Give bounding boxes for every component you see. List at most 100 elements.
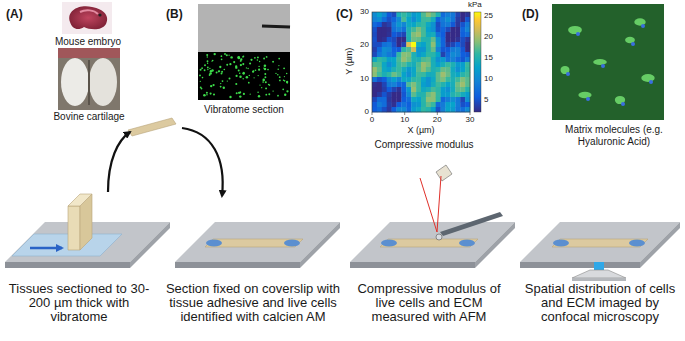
map-cell (441, 82, 446, 87)
map-cell (406, 62, 411, 67)
nucleus (566, 72, 570, 76)
map-cell (401, 107, 406, 112)
map-cell (426, 87, 431, 92)
map-cell (450, 77, 455, 82)
live-cell (272, 90, 273, 91)
map-cell (416, 47, 421, 52)
map-cell (450, 42, 455, 47)
map-cell (460, 42, 465, 47)
map-cell (397, 87, 402, 92)
live-cell (277, 74, 279, 76)
map-cell (436, 102, 441, 107)
live-cell (218, 70, 220, 72)
map-cell (411, 12, 416, 17)
map-cell (401, 22, 406, 27)
map-cell (416, 37, 421, 42)
map-cell (387, 107, 392, 112)
map-cell (406, 17, 411, 22)
live-cell (272, 61, 274, 63)
map-cell (411, 87, 416, 92)
map-cell (372, 42, 377, 47)
map-cell (411, 62, 416, 67)
tick-label: 30 (460, 115, 480, 124)
map-cell (426, 37, 431, 42)
live-cell (243, 78, 244, 79)
map-cell (426, 67, 431, 72)
map-cell (416, 102, 421, 107)
live-cell (211, 61, 212, 62)
section-image (198, 4, 290, 100)
map-cell (397, 22, 402, 27)
map-cell (392, 32, 397, 37)
map-cell (436, 92, 441, 97)
live-cell (259, 61, 260, 62)
map-cell (455, 57, 460, 62)
map-cell (426, 107, 431, 112)
map-cell (421, 22, 426, 27)
live-cell (282, 88, 284, 90)
map-cell (382, 52, 387, 57)
live-cell (275, 73, 276, 74)
live-cell (268, 93, 270, 95)
map-cell (377, 57, 382, 62)
live-cell (277, 68, 279, 70)
map-cell (397, 12, 402, 17)
map-cell (450, 97, 455, 102)
live-cell (259, 84, 260, 85)
live-cell (206, 94, 208, 96)
live-cell (210, 85, 212, 87)
panel-letter: (A) (6, 8, 36, 22)
map-cell (416, 22, 421, 27)
map-cell (416, 87, 421, 92)
map-cell (460, 72, 465, 77)
map-cell (455, 82, 460, 87)
map-cell (421, 82, 426, 87)
step-caption: Compressive modulus of live cells and EC… (348, 282, 510, 324)
live-cell (220, 86, 222, 88)
map-cell (446, 37, 451, 42)
tick-label: 0 (352, 107, 369, 116)
map-cell (416, 42, 421, 47)
map-cell (421, 72, 426, 77)
live-cell (262, 79, 265, 82)
map-cell (431, 52, 436, 57)
live-cell (220, 86, 221, 87)
section-transfer (108, 118, 223, 196)
map-cell (431, 22, 436, 27)
live-cell (243, 73, 245, 75)
image-label: Vibratome section (192, 104, 296, 116)
unit-label: kPa (468, 0, 492, 9)
map-cell (460, 12, 465, 17)
map-cell (431, 97, 436, 102)
live-cell (238, 57, 241, 60)
map-cell (455, 107, 460, 112)
map-cell (387, 52, 392, 57)
map-cell (416, 77, 421, 82)
live-cell (223, 87, 225, 89)
map-cell (372, 22, 377, 27)
map-cell (392, 17, 397, 22)
map-cell (421, 67, 426, 72)
map-cell (426, 62, 431, 67)
map-cell (450, 12, 455, 17)
map-cell (401, 27, 406, 32)
map-cell (450, 22, 455, 27)
map-cell (450, 102, 455, 107)
map-cell (426, 42, 431, 47)
map-cell (426, 27, 431, 32)
live-cell (258, 69, 260, 71)
live-cell (255, 69, 257, 71)
map-cell (392, 87, 397, 92)
live-cell (261, 87, 262, 88)
map-cell (426, 92, 431, 97)
map-cell (406, 87, 411, 92)
live-cell (206, 54, 208, 56)
map-cell (460, 77, 465, 82)
map-cell (465, 77, 470, 82)
map-cell (392, 22, 397, 27)
map-cell (446, 22, 451, 27)
map-cell (446, 57, 451, 62)
map-cell (460, 57, 465, 62)
panel-letter: (D) (522, 8, 552, 22)
map-cell (411, 32, 416, 37)
